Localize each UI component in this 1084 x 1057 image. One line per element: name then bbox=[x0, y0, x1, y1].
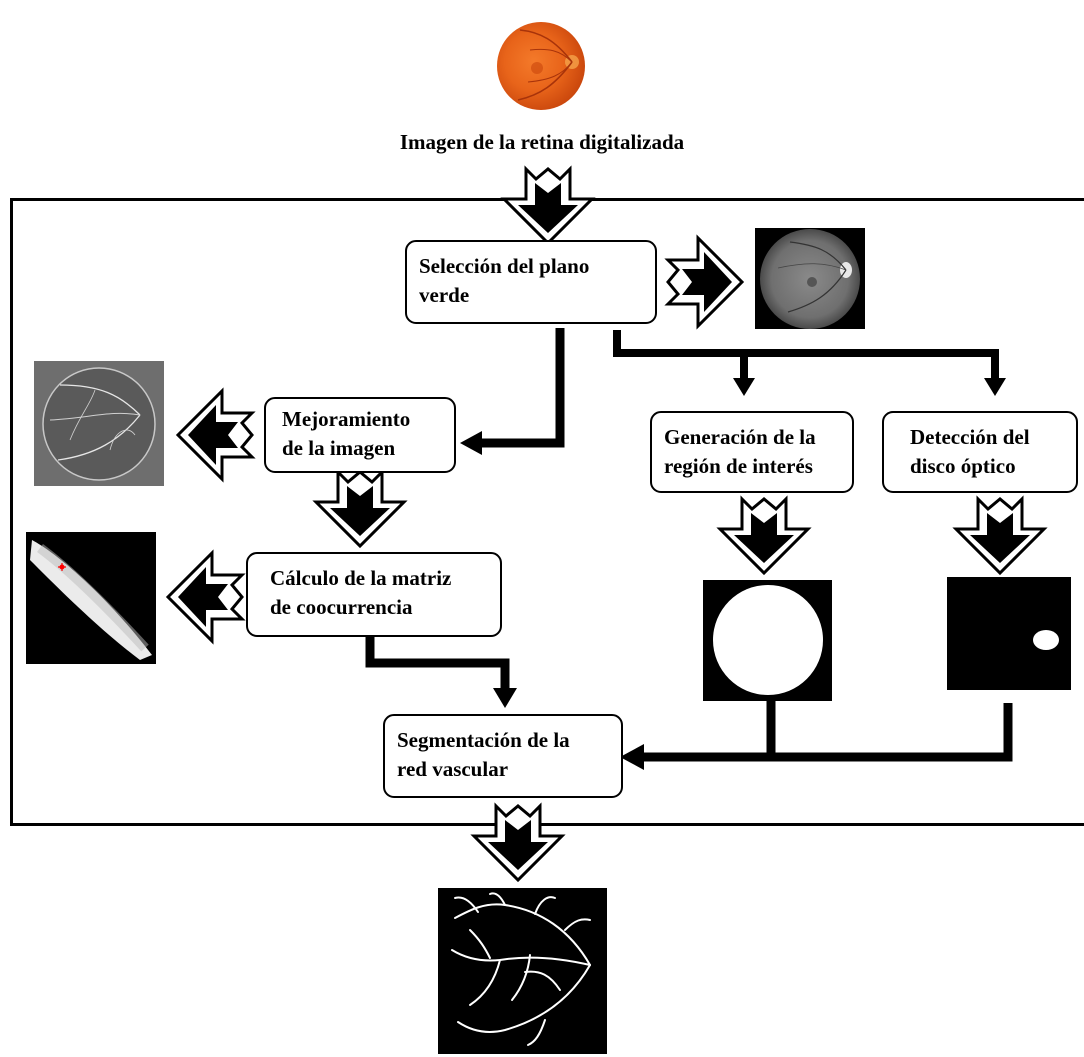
step-roi-generation: Generación de la región de interés bbox=[650, 411, 854, 493]
step-label-line: Generación de la bbox=[664, 425, 816, 449]
optic-disc-mask-image bbox=[947, 577, 1071, 690]
arrow-enhancement-to-cooccurrence bbox=[314, 470, 406, 548]
step-label-line: Mejoramiento bbox=[282, 407, 411, 431]
retina-fundus-color-image bbox=[497, 22, 585, 110]
arrow-disc-to-mask bbox=[954, 497, 1046, 575]
step-label-line: red vascular bbox=[397, 757, 509, 781]
roi-mask-image bbox=[703, 580, 832, 701]
step-image-enhancement: Mejoramiento de la imagen bbox=[264, 397, 456, 473]
step-label-line: verde bbox=[419, 283, 470, 307]
step-label-line: Cálculo de la matriz bbox=[270, 566, 452, 590]
connector-masks-to-segmentation bbox=[620, 701, 1013, 770]
step-label-line: disco óptico bbox=[910, 454, 1016, 478]
arrow-input-to-green-plane bbox=[502, 167, 594, 245]
connector-green-plane-to-enhancement bbox=[460, 328, 565, 455]
step-label-line: Segmentación de la bbox=[397, 728, 570, 752]
retina-green-channel-image bbox=[755, 228, 865, 329]
segmented-vessels-image bbox=[438, 888, 607, 1054]
arrow-to-green-channel-image bbox=[666, 236, 744, 328]
step-optic-disc-detection: Detección del disco óptico bbox=[882, 411, 1078, 493]
connector-green-plane-to-roi-and-disc bbox=[613, 330, 1006, 396]
step-label-line: Detección del bbox=[910, 425, 1030, 449]
arrow-segmentation-to-output bbox=[472, 804, 564, 882]
arrow-to-cooccurrence-image bbox=[166, 551, 244, 643]
enhanced-vessels-image bbox=[34, 361, 164, 486]
arrow-roi-to-mask bbox=[718, 497, 810, 575]
step-cooccurrence-matrix: Cálculo de la matriz de coocurrencia bbox=[246, 552, 502, 637]
step-vascular-segmentation: Segmentación de la red vascular bbox=[383, 714, 623, 798]
step-label-line: región de interés bbox=[664, 454, 813, 478]
connector-cooccurrence-to-segmentation bbox=[365, 636, 517, 708]
step-label-line: de la imagen bbox=[282, 436, 396, 460]
cooccurrence-matrix-image bbox=[26, 532, 156, 664]
step-label-line: Selección del plano bbox=[419, 254, 590, 278]
step-label-line: de coocurrencia bbox=[270, 595, 413, 619]
input-image-caption: Imagen de la retina digitalizada bbox=[399, 130, 685, 154]
arrow-to-enhanced-image bbox=[176, 389, 254, 481]
step-green-plane-selection: Selección del plano verde bbox=[405, 240, 657, 324]
